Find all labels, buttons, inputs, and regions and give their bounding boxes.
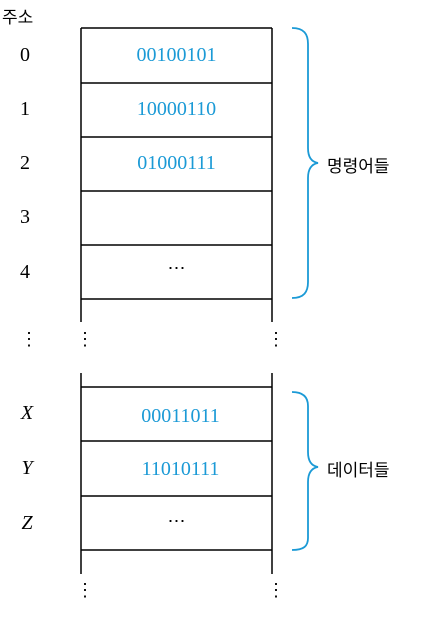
left-vdots-bottom: ⋮ xyxy=(76,580,94,601)
address-z: Z xyxy=(21,512,33,534)
address-4: 4 xyxy=(20,261,30,283)
instructions-brace xyxy=(291,27,319,299)
cell-value: 11010111 xyxy=(141,458,220,480)
instructions-label: 명령어들 xyxy=(327,157,390,177)
address-3: 3 xyxy=(20,206,30,228)
data-label: 데이터들 xyxy=(327,461,390,481)
right-vdots-bottom: ⋮ xyxy=(267,580,285,601)
address-2: 2 xyxy=(20,152,30,174)
address-y: Y xyxy=(21,457,33,479)
address-x: X xyxy=(20,402,34,424)
right-vdots: ⋮ xyxy=(267,329,285,350)
cell-value: 00100101 xyxy=(136,44,217,66)
data-brace xyxy=(291,391,319,551)
cell-ellipsis: ⋯ xyxy=(167,511,186,531)
cell-value: 00011011 xyxy=(141,405,220,427)
address-1: 1 xyxy=(20,98,30,120)
address-header: 주소 xyxy=(2,8,34,28)
address-0: 0 xyxy=(20,44,30,66)
address-vdots: ⋮ xyxy=(20,329,38,350)
cell-value: 01000111 xyxy=(137,152,216,174)
cell-ellipsis: ⋯ xyxy=(167,258,186,278)
cell-value: 10000110 xyxy=(136,98,217,120)
left-vdots: ⋮ xyxy=(76,329,94,350)
